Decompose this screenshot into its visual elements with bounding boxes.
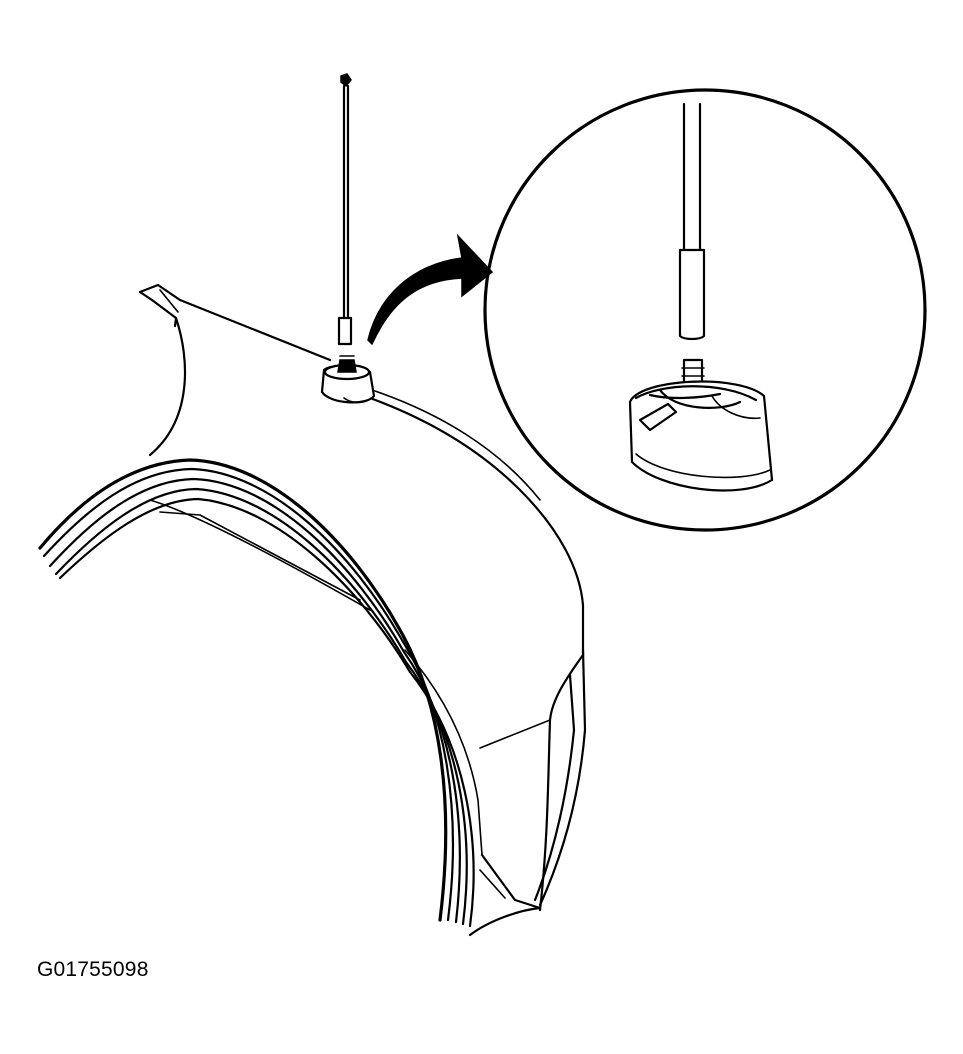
rear-fender — [138, 283, 587, 937]
antenna-base — [320, 355, 376, 404]
curved-arrow-icon — [367, 233, 494, 346]
wheel-arch-trim — [38, 458, 483, 928]
figure-code-label: G01755098 — [37, 958, 149, 981]
antenna-mast — [337, 73, 353, 346]
detail-callout — [483, 88, 927, 532]
